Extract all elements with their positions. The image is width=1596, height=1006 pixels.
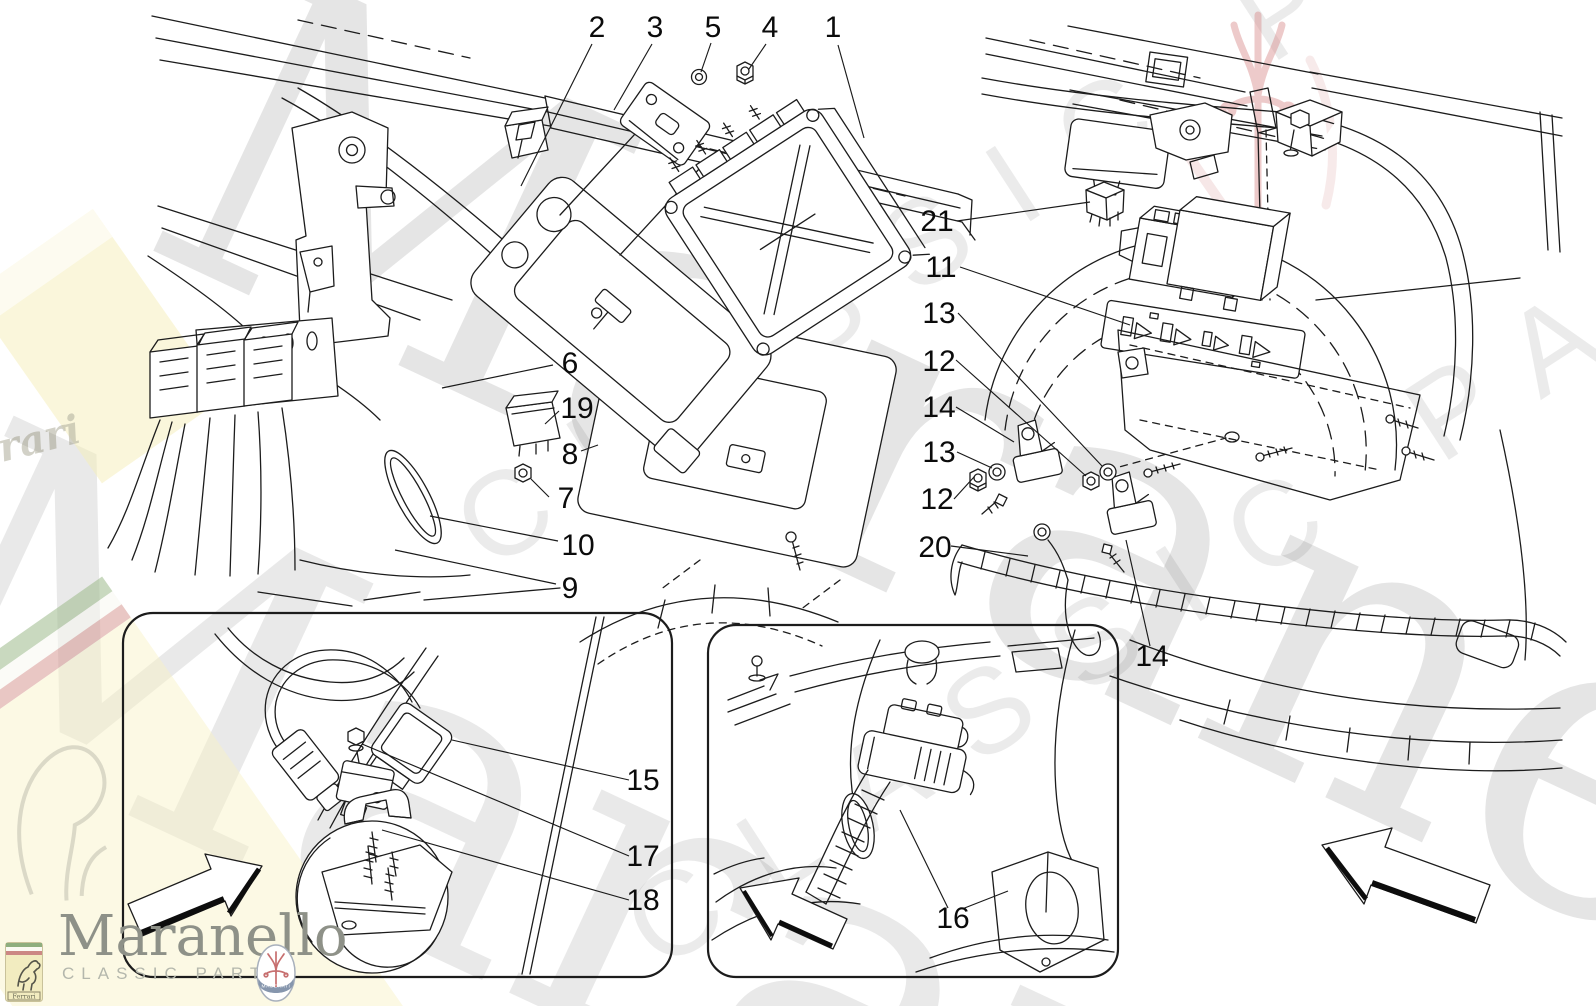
maserati-badge: MASERATI: [256, 944, 296, 1002]
detail-inset-left: [121, 611, 674, 979]
chassis-frame-right: [981, 25, 1563, 772]
ecu-unit: [664, 98, 930, 356]
svg-text:Ferrari: Ferrari: [12, 993, 35, 1001]
support-bracket-plate: [1107, 329, 1435, 501]
direction-arrow-left-inset: [127, 853, 263, 937]
svg-text:MASERATI: MASERATI: [262, 984, 291, 990]
oval-slot: [384, 449, 442, 545]
body-computer-connector: [857, 698, 975, 796]
detail-inset-right: [706, 623, 1120, 979]
relay-box-large: [1166, 196, 1291, 312]
corner-bolt-block: [1275, 99, 1343, 157]
harness-tube: [950, 523, 1567, 657]
logo-tagline-text: CLASSIC PARTS: [62, 964, 286, 983]
brand-logo: Ferrari Maranello CLASSIC PARTS MASERATI: [0, 904, 348, 1006]
direction-arrow-right-inset: [739, 877, 848, 950]
retainer-bracket: [619, 81, 711, 166]
small-relay: [1085, 181, 1125, 227]
washers-and-nuts-right: [969, 446, 1293, 492]
knock-sensor-bracket-a: [981, 419, 1063, 515]
bolt-block: [504, 106, 549, 159]
relay: [505, 390, 561, 457]
ferrari-shield-logo: Ferrari: [5, 942, 43, 1002]
ferrari-shield-watermark-bottom: [0, 576, 453, 1006]
knock-sensor-bracket-b: [1101, 471, 1157, 573]
direction-arrow-bottom-right: [1321, 827, 1491, 924]
washer-and-nut-top: [690, 61, 754, 86]
mounting-panel: [291, 111, 396, 345]
logo-brand-text: Maranello: [58, 904, 348, 969]
wiring-connectors: [107, 317, 339, 577]
